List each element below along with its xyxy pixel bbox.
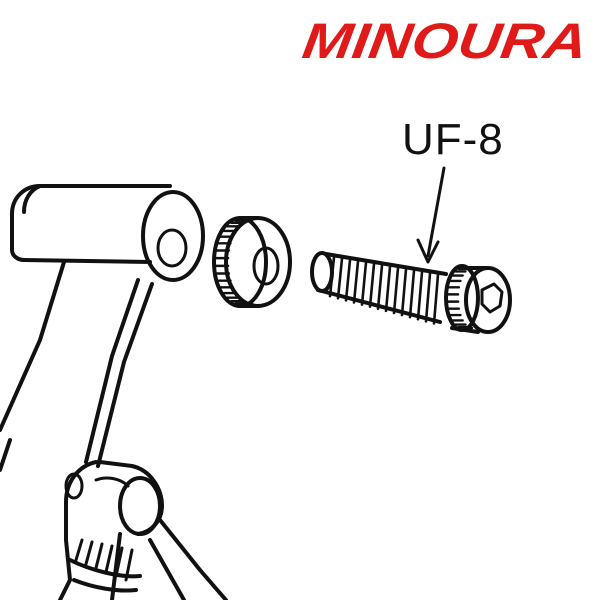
trainer-arm-icon — [0, 184, 228, 600]
minoura-logo: MINOURA — [300, 14, 590, 64]
knurled-nut-icon — [212, 216, 292, 308]
part-number-label: UF-8 — [402, 115, 504, 164]
svg-text:MINOURA: MINOURA — [300, 14, 590, 64]
screw-bolt-icon — [310, 251, 512, 334]
arrow-down-icon — [416, 166, 446, 264]
